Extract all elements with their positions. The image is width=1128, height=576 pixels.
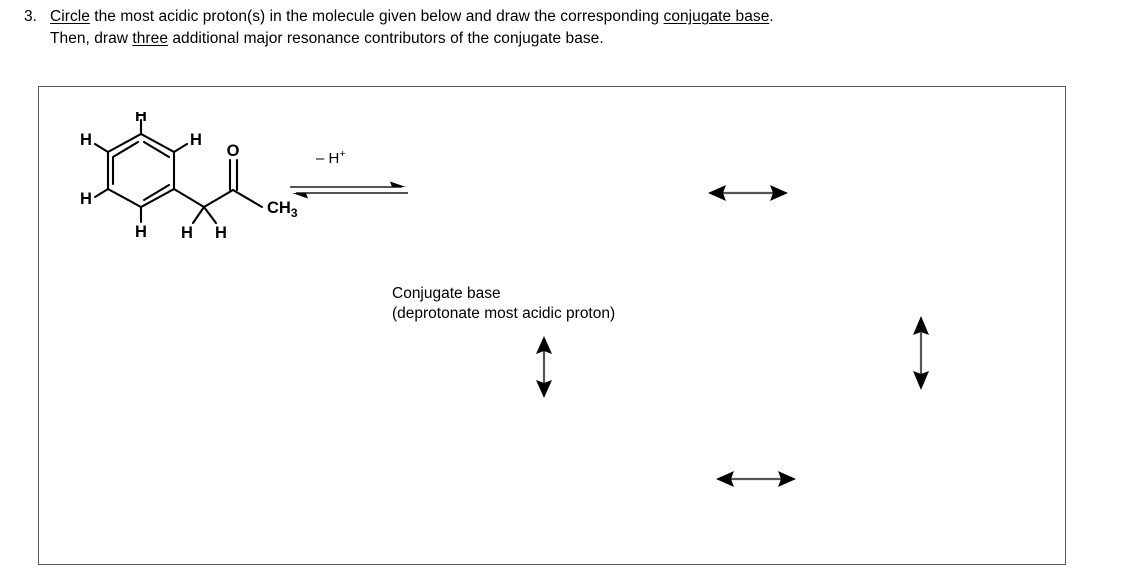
question-line-1-text: Circle the most acidic proton(s) in the … — [50, 6, 1124, 28]
methyl-group-label: CH3 — [267, 199, 298, 220]
reaction-arrow-group: – H+ — [282, 148, 422, 212]
question-line-2-post: additional major resonance contributors … — [168, 30, 604, 47]
ring-hydrogen-top: H — [135, 112, 147, 125]
methylene-hydrogen-right: H — [215, 224, 227, 242]
answer-work-area[interactable] — [38, 86, 1066, 565]
conjugate-base-caption-line-2: (deprotonate most acidic proton) — [392, 305, 616, 322]
resonance-arrow-top-right — [706, 182, 790, 209]
underline-three: three — [132, 30, 168, 47]
question-prompt: 3. Circle the most acidic proton(s) in t… — [24, 6, 1124, 50]
ring-hydrogen-lower-left: H — [80, 190, 92, 208]
question-line-1-middle: the most acidic proton(s) in the molecul… — [89, 8, 664, 25]
question-line-1-period: . — [769, 8, 774, 25]
ring-hydrogen-upper-left: H — [80, 131, 92, 149]
question-line-2-text: Then, draw three additional major resona… — [50, 28, 1124, 50]
resonance-arrow-center-vertical — [533, 334, 555, 405]
question-line-2-pre: Then, draw — [50, 30, 133, 47]
ring-hydrogen-upper-right: H — [190, 131, 202, 149]
minus-proton-superscript: + — [339, 148, 346, 160]
methylene-hydrogen-left: H — [181, 224, 193, 242]
underline-conjugate-base: conjugate base — [663, 8, 770, 25]
resonance-arrow-bottom-center — [714, 468, 798, 495]
resonance-arrow-right-vertical — [910, 314, 932, 397]
minus-proton-label: – H+ — [316, 148, 346, 168]
carbonyl-oxygen-label: O — [227, 142, 240, 160]
question-number: 3. — [24, 8, 37, 25]
conjugate-base-caption: Conjugate base (deprotonate most acidic … — [392, 284, 615, 324]
conjugate-base-caption-line-1: Conjugate base — [392, 285, 501, 302]
question-line-1: 3. Circle the most acidic proton(s) in t… — [24, 6, 1124, 28]
minus-proton-text: – H — [316, 150, 340, 167]
ring-hydrogen-bottom: H — [135, 223, 147, 241]
molecule-structure-phenylacetone: H H H H H H H O CH3 — [60, 112, 310, 267]
underline-circle: Circle — [50, 8, 90, 25]
question-line-2: Then, draw three additional major resona… — [24, 28, 1124, 50]
equilibrium-arrow-icon — [288, 180, 410, 207]
